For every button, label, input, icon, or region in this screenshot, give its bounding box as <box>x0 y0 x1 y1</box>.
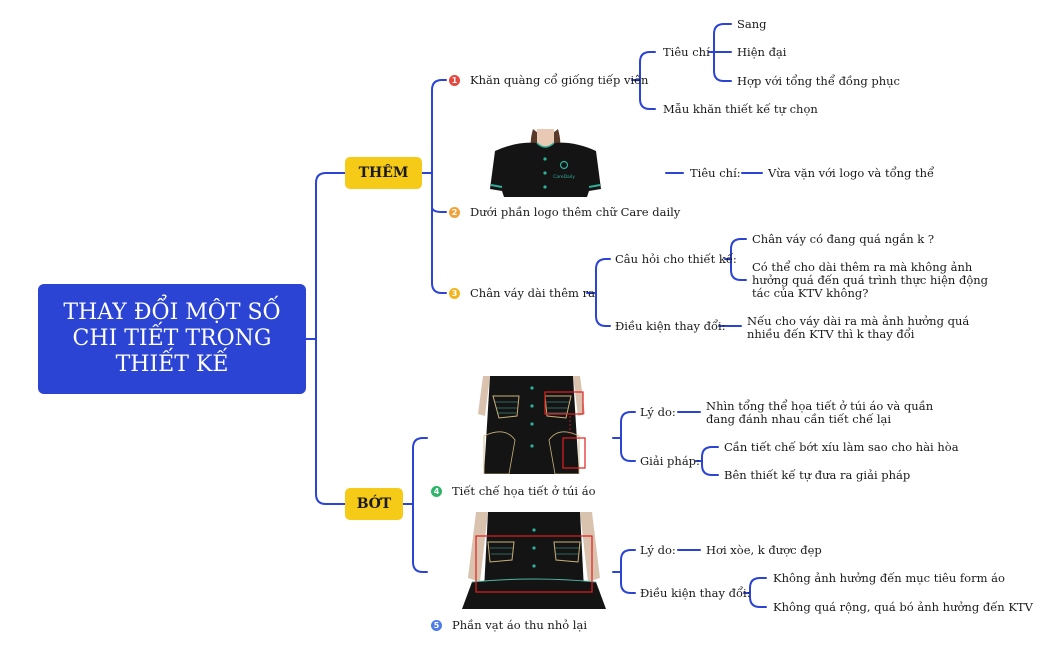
detail-co-the[interactable]: Có thể cho dài thêm ra mà không ảnh hưởn… <box>752 260 989 300</box>
item-number-badge-4: 4 <box>431 486 442 497</box>
logo-caption: CareDaily <box>553 174 575 180</box>
detail-ben-tk[interactable]: Bên thiết kế tự đưa ra giải pháp <box>724 468 911 482</box>
branch-them[interactable]: THÊM <box>345 157 422 189</box>
item-4-label[interactable]: Tiết chế họa tiết ở túi áo <box>452 484 596 498</box>
item-5-label[interactable]: Phần vạt áo thu nhỏ lại <box>452 618 588 632</box>
giai-phap-label[interactable]: Giải pháp: <box>640 454 700 468</box>
detail-khong-anh[interactable]: Không ảnh hưởng đến mục tiêu form áo <box>773 571 1005 585</box>
root-topic[interactable]: THAY ĐỔI MỘT SỐ CHI TIẾT TRONG THIẾT KẾ <box>38 284 306 394</box>
detail-hien-dai[interactable]: Hiện đại <box>737 45 787 59</box>
item-number-badge-1: 1 <box>449 75 460 86</box>
branch-bot[interactable]: BỚT <box>345 488 403 520</box>
uniform-logo-image: CareDaily <box>489 129 602 197</box>
detail-neu-cho[interactable]: Nếu cho váy dài ra mà ảnh hưởng quá nhiề… <box>747 314 970 341</box>
detail-vua-van[interactable]: Vừa vặn với logo và tổng thể <box>768 166 935 180</box>
cau-hoi-label[interactable]: Câu hỏi cho thiết kế: <box>615 252 737 266</box>
tieu-chi-label-2[interactable]: Tiêu chí: <box>690 166 741 180</box>
tieu-chi-label-1[interactable]: Tiêu chí <box>663 45 710 59</box>
item-number-badge-3: 3 <box>449 288 460 299</box>
item-1-label[interactable]: Khăn quàng cổ giống tiếp viên <box>470 73 649 87</box>
pocket-pattern-image <box>475 376 588 474</box>
detail-hop-voi[interactable]: Hợp với tổng thể đồng phục <box>737 74 900 88</box>
detail-hoi-xoe[interactable]: Hơi xòe, k được đẹp <box>706 543 822 557</box>
detail-khong-qua[interactable]: Không quá rộng, quá bó ảnh hưởng đến KTV <box>773 600 1033 614</box>
dieu-kien-label-2[interactable]: Điều kiện thay đổi: <box>640 586 751 600</box>
jacket-hem-image <box>462 512 606 609</box>
item-2-label[interactable]: Dưới phần logo thêm chữ Care daily <box>470 205 681 219</box>
item-number-badge-2: 2 <box>449 207 460 218</box>
detail-can-tiet[interactable]: Cần tiết chế bớt xíu làm sao cho hài hòa <box>724 440 959 454</box>
item-3-label[interactable]: Chân váy dài thêm ra <box>470 286 595 300</box>
detail-nhin-tong[interactable]: Nhìn tổng thể họa tiết ở túi áo và quần … <box>706 399 934 426</box>
item-number-badge-5: 5 <box>431 620 442 631</box>
detail-sang[interactable]: Sang <box>737 17 767 31</box>
ly-do-label-2[interactable]: Lý do: <box>640 543 676 557</box>
dieu-kien-label-1[interactable]: Điều kiện thay đổi: <box>615 319 726 333</box>
ly-do-label-1[interactable]: Lý do: <box>640 405 676 419</box>
detail-chan-vay-ngan[interactable]: Chân váy có đang quá ngắn k ? <box>752 232 935 246</box>
detail-mau-khan[interactable]: Mẫu khăn thiết kế tự chọn <box>663 102 818 116</box>
